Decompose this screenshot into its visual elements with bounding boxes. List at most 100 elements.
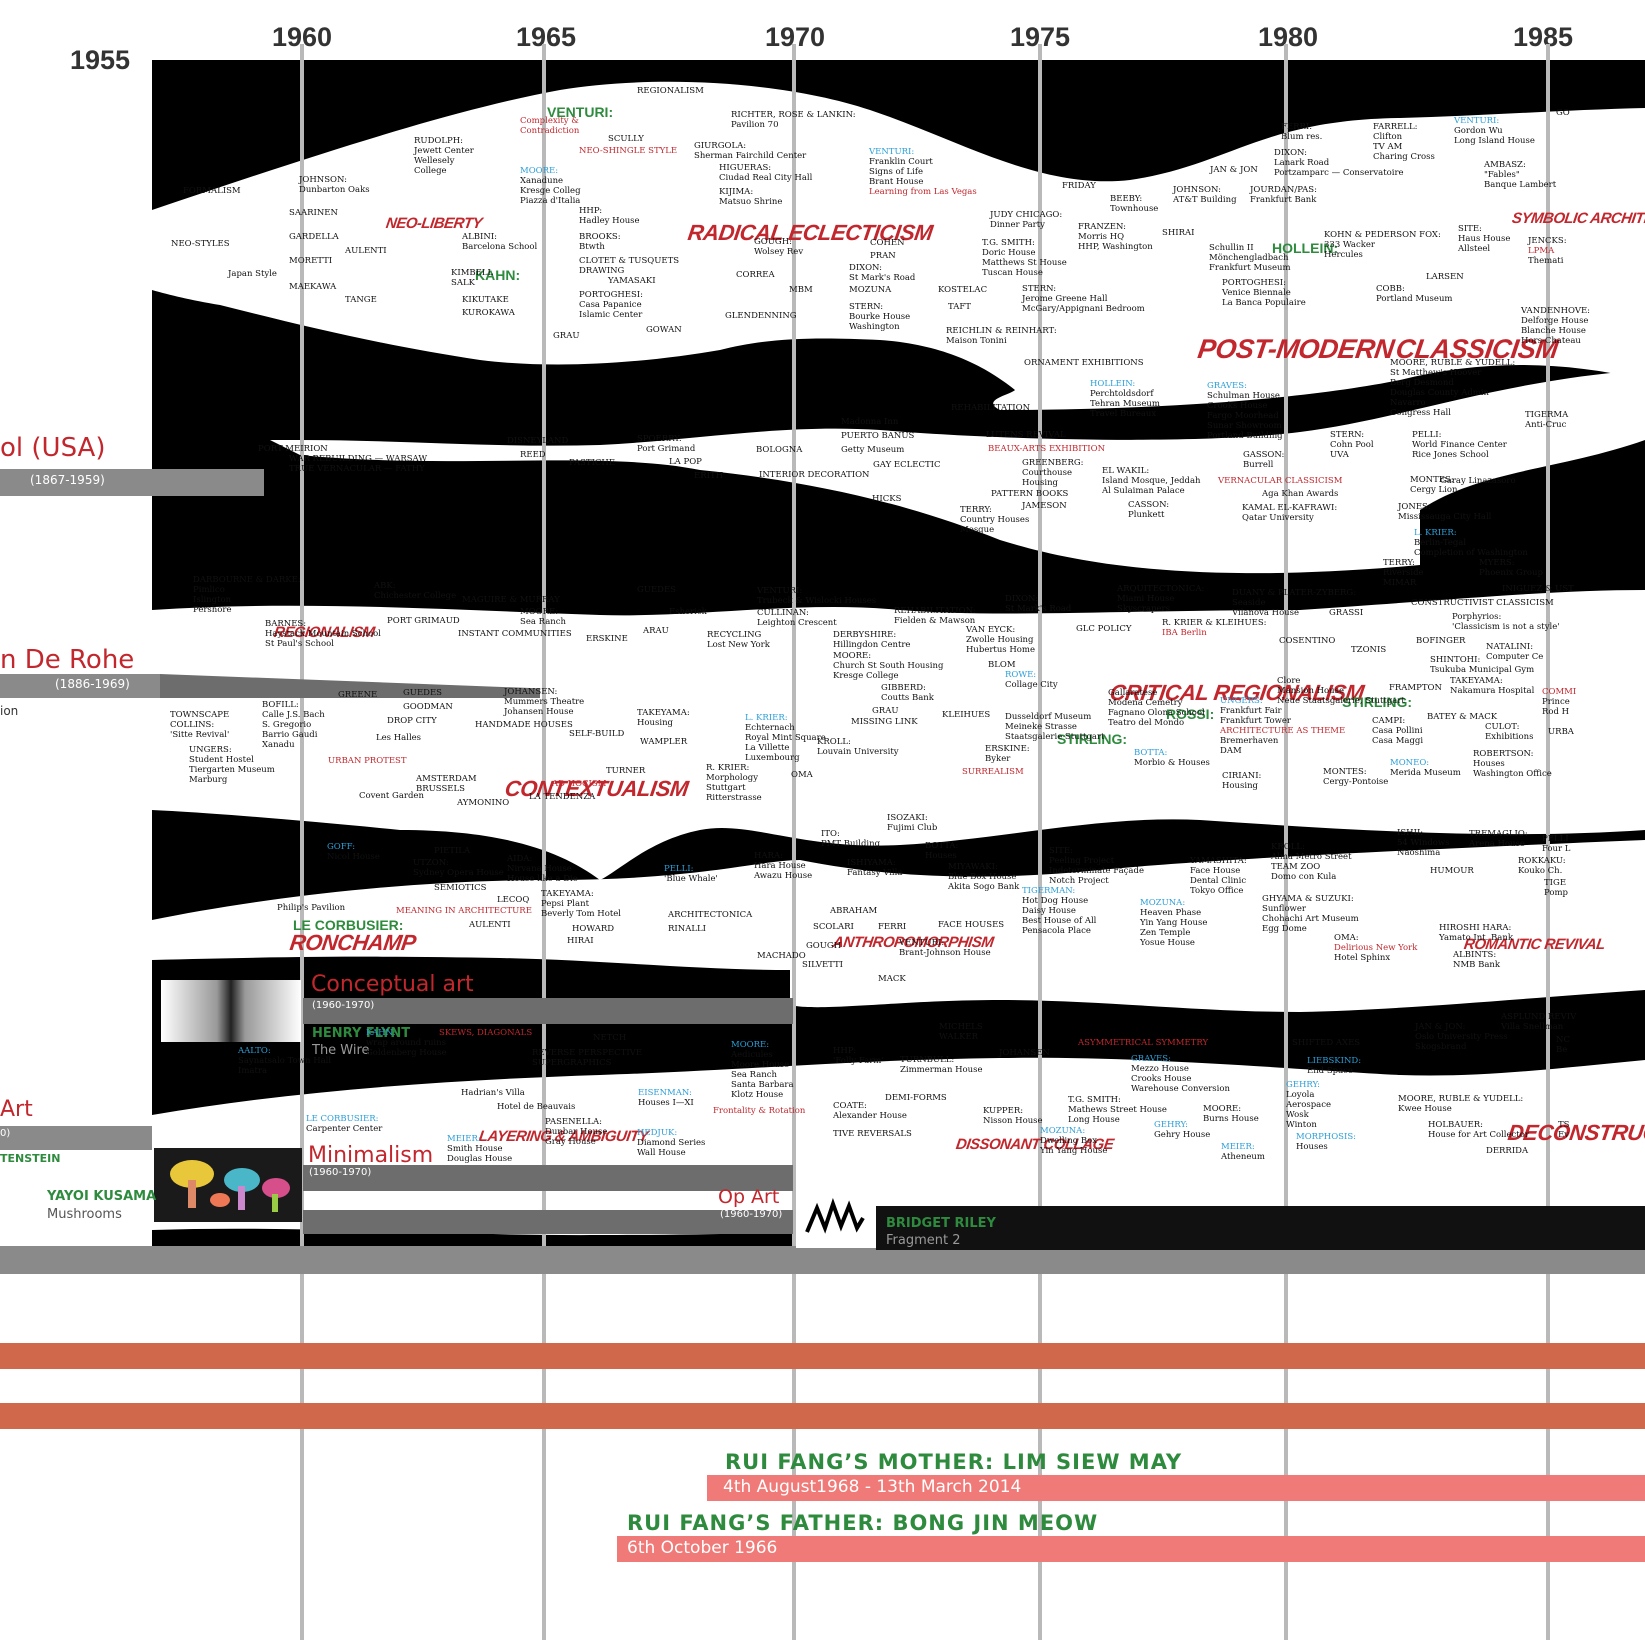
timeline-label: SKEWS, DIAGONALS [439, 1028, 533, 1038]
timeline-label: FORMALISM [183, 186, 241, 196]
timeline-label: Gallaratese Modena Cemetry Fagnano Olona… [1108, 688, 1205, 728]
father-lifeline [617, 1536, 1645, 1562]
timeline-label: Diamond Series Wall House [637, 1138, 706, 1158]
timeline-label: BOTTA: [1134, 748, 1168, 758]
timeline-label: NC Be [1556, 1035, 1570, 1055]
timeline-label: GUEDES [637, 585, 677, 595]
timeline-label: Frankfurt Fair Frankfurt Tower [1220, 706, 1291, 726]
timeline-label: MONTES: Cergy-Pontoise [1323, 767, 1389, 787]
minimalism-title: Minimalism [308, 1143, 434, 1168]
timeline-label: STERN: Cohn Pool UVA [1330, 430, 1374, 460]
timeline-label: JENCKS: [1528, 236, 1567, 246]
timeline-label: TAKEYAMA: Pepsi Plant Beverly Tom Hotel [541, 889, 621, 919]
timeline-label: WAR REBUILDING — WARSAW TRUE VERNACULAR … [289, 454, 428, 474]
conceptual-art-dates: (1960-1970) [312, 1000, 375, 1011]
year-label-1980: 1980 [1257, 22, 1319, 52]
conceptual-art-thumbnail [161, 980, 301, 1042]
timeline-label: MEANING IN ARCHITECTURE [396, 906, 532, 916]
timeline-label: DIXON: St Mark's Road [849, 263, 916, 283]
timeline-label: JAMESON [1022, 501, 1067, 511]
timeline-label: LUTENS REVIVAL [986, 430, 1066, 440]
timeline-label: KAMAL EL-KAFRAWI: Qatar University [1242, 503, 1338, 523]
timeline-label: BEEBY: Townhouse [1110, 194, 1159, 214]
timeline-label: LA POP [669, 457, 702, 467]
timeline-label: MEIER: [447, 1134, 481, 1144]
timeline-label: RUDOLPH: Jewett Center Wellesely College [414, 136, 474, 176]
year-line-1965 [542, 44, 546, 1640]
timeline-label: KOSTELAC [938, 285, 988, 295]
timeline-label: JOHANSEN: Mummers Theatre Johansen House [504, 687, 585, 717]
minimalism-bar [303, 1165, 793, 1191]
timeline-label: Bremerhaven DAM [1220, 736, 1279, 756]
timeline-label: UNGERS: Student Hostel Tiergarten Museum… [189, 745, 275, 785]
timeline-label: HOLLEIN: [1090, 379, 1136, 389]
timeline-label: Learning from Las Vegas [869, 187, 977, 197]
timeline-label: HUMOUR [1430, 866, 1474, 876]
timeline-label: AIDA: Nirvana House House like a Die [507, 854, 578, 884]
timeline-label: MACHADO [757, 951, 806, 961]
timeline-label: MOORE: Sea Ranch [520, 607, 566, 627]
timeline-label: Garay Linazasoro [1440, 476, 1516, 486]
minimalism-bar-2 [303, 1210, 793, 1234]
movement-post-modern: POST-MODERN [1195, 334, 1396, 364]
timeline-label: CULLINAN: Leighton Crescent [757, 608, 837, 628]
mother-dates: 4th August1968 - 13th March 2014 [723, 1477, 1022, 1497]
timeline-label: wrap around ruins Goldenberg House [366, 1038, 447, 1058]
timeline-label: SHIRAI [1162, 228, 1195, 238]
timeline-label: URBAN PROTEST [328, 756, 407, 766]
timeline-label: KUPPER: Nisson House [983, 1106, 1043, 1126]
lifeline-bar-art [0, 1126, 152, 1150]
timeline-label: MONEO: [1390, 758, 1430, 768]
timeline-label: End Space [1307, 1066, 1353, 1076]
timeline-label: REED [520, 450, 546, 460]
timeline-label: T.G. SMITH: Mathews Street House Long Ho… [1068, 1095, 1167, 1125]
timeline-label: BOLOGNA [756, 445, 803, 455]
timeline-label: ASYMMETRICAL SYMMETRY [1078, 1038, 1209, 1048]
timeline-label: ERITH [694, 471, 724, 481]
timeline-label: KOHN & PEDERSON FOX: 333 Wacker Hercules [1324, 230, 1441, 260]
opart-title: Op Art [718, 1186, 780, 1208]
timeline-label: BROOKS: Btwth [579, 232, 621, 252]
timeline-label: ASPLUND REVIV Villa Snellman [1501, 1012, 1577, 1032]
minimalism-work: Mushrooms [47, 1207, 122, 1222]
timeline-label: MYERS: Phoenix Group [1479, 558, 1543, 578]
timeline-label: MICHELS WALKER [939, 1022, 983, 1042]
opart-wave-icon [805, 1198, 865, 1234]
art-dates: 0) [0, 1128, 11, 1139]
timeline-label: ALBINTS: NMB Bank [1453, 950, 1501, 970]
timeline-label: BOTTA: Houses [925, 841, 959, 861]
timeline-label: Complexity & Contradiction [520, 116, 580, 136]
timeline-label: Madonna Inn [841, 417, 899, 427]
timeline-label: JUDY CHICAGO: Dinner Party [990, 210, 1063, 230]
timeline-label: PATTERN BOOKS [991, 489, 1069, 499]
timeline-label: GIBBERD: Coutts Bank [881, 683, 934, 703]
timeline-label: INTERIOR DECORATION [759, 470, 870, 480]
timeline-label: AMBASZ: "Fables" Banque Lambert [1484, 160, 1557, 190]
timeline-label: DERRIDA [1486, 1146, 1529, 1156]
timeline-label: LIEBSKIND: [1307, 1056, 1362, 1066]
timeline-label: TAKEYAMA: Nakamura Hospital [1450, 676, 1535, 696]
timeline-label: UNGERS: [1220, 696, 1263, 706]
timeline-label: REICHLIN & REINHART: Maison Tonini [946, 326, 1057, 346]
timeline-label: TREMAGLIO: Arena House [1469, 829, 1528, 849]
heading-venturi: VENTURI: [547, 104, 614, 120]
timeline-label: TS Ev [1558, 1120, 1570, 1140]
timeline-label: Hotel Sphinx [1334, 953, 1391, 963]
timeline-label: NATALINI: Computer Ce [1486, 642, 1544, 662]
timeline-label: PRAN [870, 251, 896, 261]
timeline-label: PIETILA [434, 846, 471, 856]
timeline-label: Aga Khan Awards [1262, 489, 1339, 499]
timeline-label: Hotel de Beauvais [497, 1102, 576, 1112]
timeline-label: Covent Garden [359, 791, 424, 801]
timeline-label: HICKS [872, 494, 902, 504]
timeline-label: IBA Berlin [1162, 628, 1207, 638]
timeline-label: HHP: Hadley House [579, 206, 640, 226]
timeline-label: GRASSI [1329, 608, 1364, 618]
father-name: RUI FANG’S FATHER: BONG JIN MEOW [627, 1511, 1099, 1535]
heading-le-corbusier: LE CORBUSIER: [293, 917, 404, 933]
timeline-label: SAARINEN [289, 208, 338, 218]
tenstein-name: TENSTEIN [0, 1152, 61, 1165]
timeline-label: VAN EYCK: Zwolle Housing Hubertus Home [966, 625, 1035, 655]
timeline-label: Dusseldorf Museum Meineke Strasse Staats… [1005, 712, 1105, 742]
mother-lifeline [707, 1475, 1645, 1501]
